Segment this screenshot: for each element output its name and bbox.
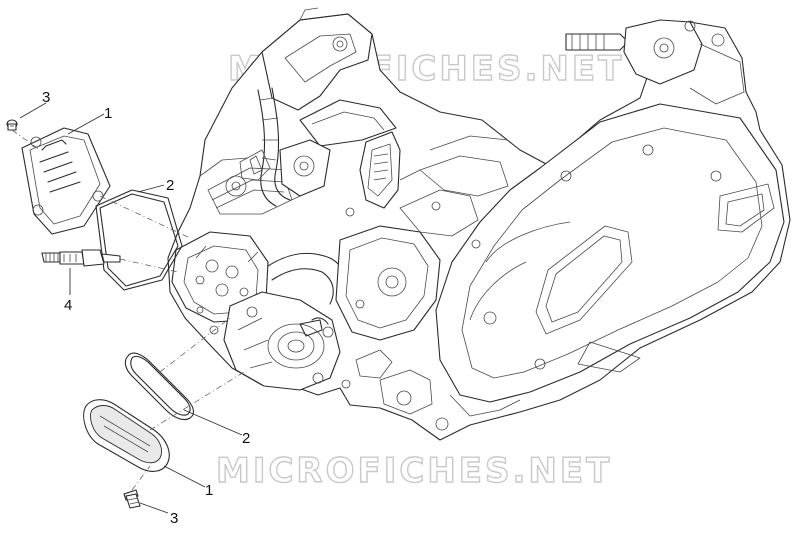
engine-bolts bbox=[196, 201, 481, 389]
callout-1-top: 1 bbox=[104, 105, 112, 122]
callout-2-bottom: 2 bbox=[242, 430, 250, 447]
crankcase-side bbox=[223, 291, 341, 391]
rear-shaft bbox=[565, 19, 745, 105]
alignment-lines bbox=[11, 129, 245, 491]
screw-bottom bbox=[123, 489, 141, 509]
callout-2-top: 2 bbox=[166, 177, 174, 194]
gasket-top bbox=[95, 189, 183, 291]
camshaft-area bbox=[239, 99, 401, 209]
callout-3-bottom: 3 bbox=[170, 510, 178, 527]
transmission-vent-group bbox=[535, 225, 633, 335]
cover-bottom bbox=[83, 399, 170, 472]
spark-plug bbox=[41, 249, 121, 267]
engine-assembly bbox=[167, 7, 791, 441]
callout-4: 4 bbox=[64, 297, 72, 314]
crankcase-middle bbox=[335, 135, 509, 431]
watermark-bottom: MICROFICHES.NET bbox=[216, 451, 612, 491]
gasket-bottom bbox=[124, 352, 195, 421]
upper-mount bbox=[261, 13, 373, 111]
callout-3-top: 3 bbox=[42, 89, 50, 106]
screw-top bbox=[6, 119, 18, 131]
callout-1-bottom: 1 bbox=[205, 482, 213, 499]
leader-lines bbox=[19, 102, 243, 514]
transmission-cover-inner bbox=[461, 127, 763, 379]
cover-top bbox=[21, 127, 111, 235]
cylinder-fins bbox=[199, 157, 301, 215]
transmission-cover bbox=[435, 103, 785, 403]
